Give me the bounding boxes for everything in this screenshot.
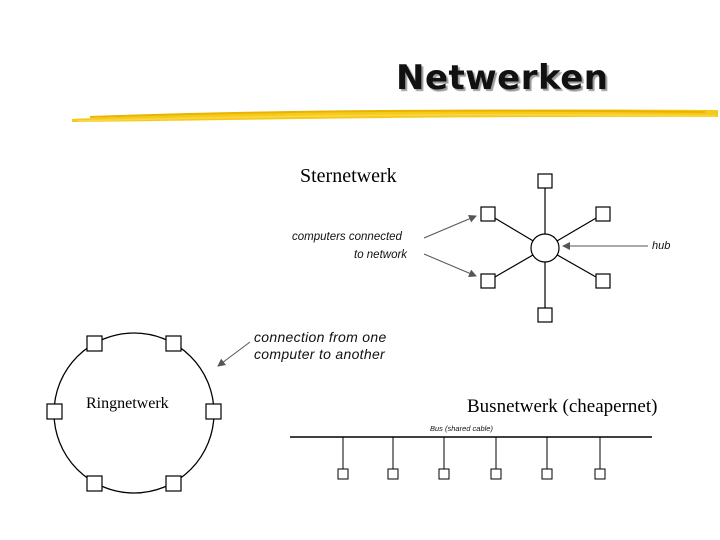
star-computer-node [596,274,610,288]
bus-computer-node [388,469,398,479]
bus-computer-node [338,469,348,479]
title-underline-highlight [72,110,718,122]
ring-computer-node [166,476,181,491]
ring-network [47,333,250,493]
slide-title: Netwerken [396,58,608,98]
bus-network-label: Busnetwerk (cheapernet) [467,396,657,418]
connection-note-line2: computer to another [254,346,385,362]
ring-computer-node [87,336,102,351]
bus-computer-node [491,469,501,479]
bus-computer-node [439,469,449,479]
bus-network [290,437,652,479]
computers-connected-note: computers connected [292,231,402,243]
star-computer-node [481,207,495,221]
computers-arrow [424,216,476,238]
star-computer-node [596,207,610,221]
hub-node [531,234,559,262]
bus-computer-node [595,469,605,479]
computers-arrow [424,254,476,276]
to-network-note: to network [354,249,407,261]
star-network [424,174,648,322]
connection-note-line1: connection from one [254,329,387,345]
ring-computer-node [47,404,62,419]
hub-note: hub [652,240,670,252]
bus-computer-node [542,469,552,479]
ring-computer-node [87,476,102,491]
connection-arrow [218,342,250,366]
star-computer-node [481,274,495,288]
ring-computer-node [206,404,221,419]
star-computer-node [538,174,552,188]
ring-network-label: Ringnetwerk [86,395,169,413]
star-network-label: Sternetwerk [300,165,397,188]
ring-computer-node [166,336,181,351]
star-computer-node [538,308,552,322]
bus-cable-note: Bus (shared cable) [430,424,493,433]
